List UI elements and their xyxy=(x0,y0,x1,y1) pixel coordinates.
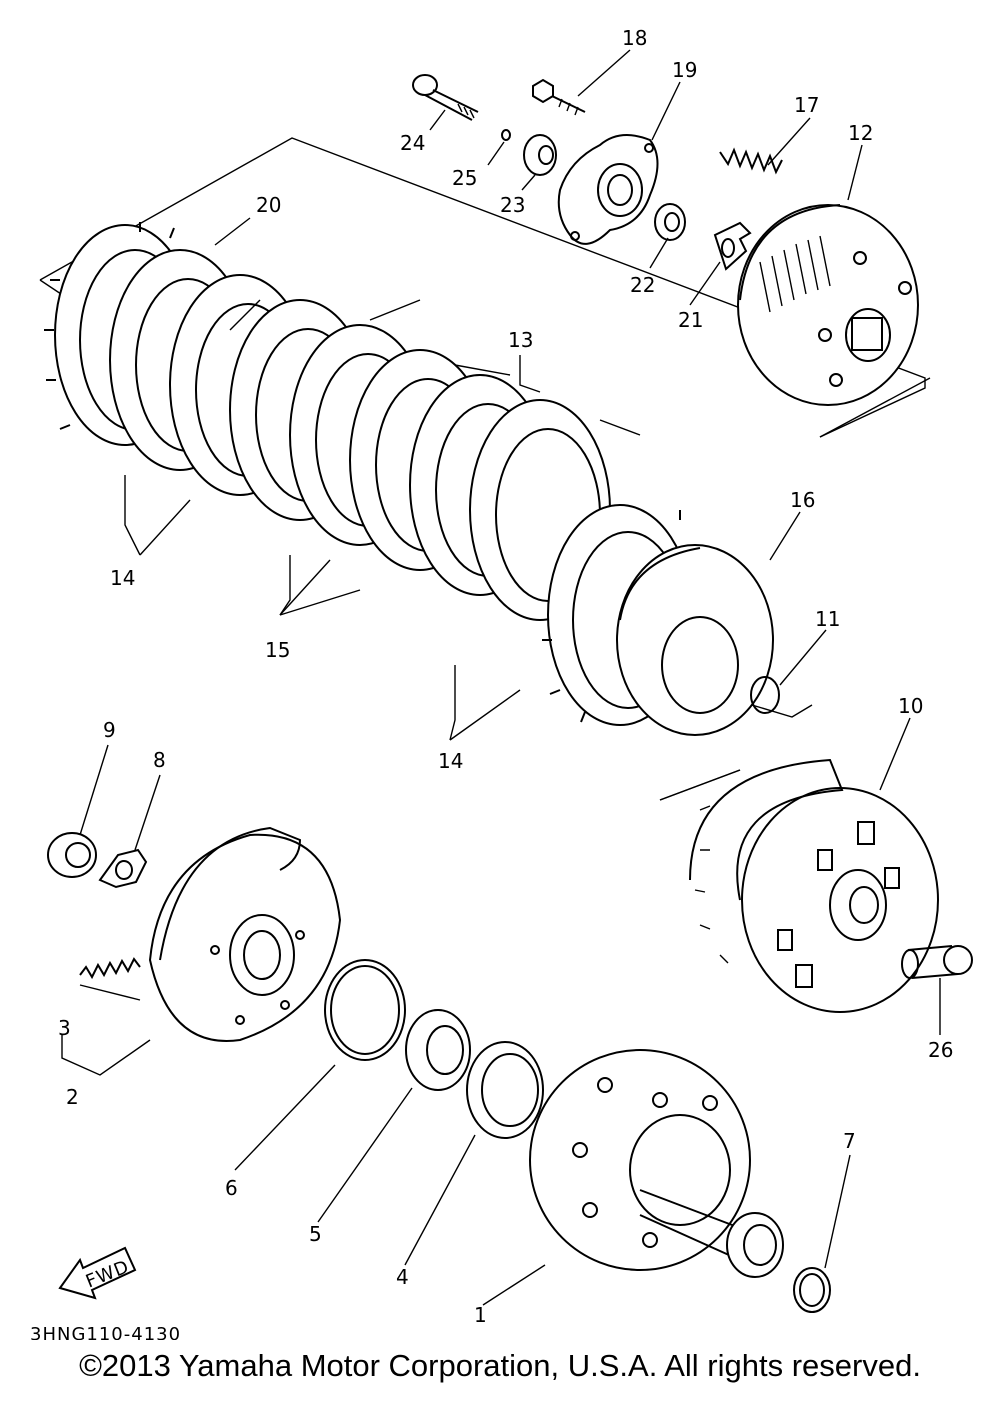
part-25-oring xyxy=(501,129,511,141)
callout-23: 23 xyxy=(500,193,525,217)
callout-10: 10 xyxy=(898,694,923,718)
callout-18: 18 xyxy=(622,26,647,50)
callout-17: 17 xyxy=(794,93,819,117)
part-21-lock-washer xyxy=(713,221,752,271)
part-3-spring xyxy=(79,957,141,980)
callout-labels: 18 19 17 12 24 25 23 20 22 21 13 16 14 1… xyxy=(30,26,953,1340)
callout-11: 11 xyxy=(815,607,840,631)
callout-1: 1 xyxy=(474,1303,487,1327)
group-outline-carrier xyxy=(61,984,151,1076)
part-24-bolt xyxy=(412,74,479,121)
callout-25: 25 xyxy=(452,166,477,190)
part-17-spring xyxy=(719,147,783,175)
callout-leader-lines xyxy=(79,49,941,1306)
callout-21: 21 xyxy=(678,308,703,332)
clutch-plate-stack xyxy=(44,222,693,726)
callout-20: 20 xyxy=(256,193,281,217)
part-23-bearing xyxy=(523,134,557,176)
group-outline-housing xyxy=(659,769,741,801)
part-2-clutch-carrier xyxy=(148,826,342,1042)
part-1-clutch-drum xyxy=(529,1049,784,1278)
callout-22: 22 xyxy=(630,273,655,297)
callout-24: 24 xyxy=(400,131,425,155)
callout-7: 7 xyxy=(843,1129,856,1153)
callout-4: 4 xyxy=(396,1265,409,1289)
part-9-nut xyxy=(47,832,97,878)
callout-26: 26 xyxy=(928,1038,953,1062)
drawing-code: 3HNG110-4130 xyxy=(30,1324,181,1340)
callout-15: 15 xyxy=(265,638,290,662)
part-19-push-plate xyxy=(557,134,659,245)
callout-12: 12 xyxy=(848,121,873,145)
part-8-lock-washer xyxy=(98,848,148,889)
part-22-nut xyxy=(654,203,686,241)
callout-8: 8 xyxy=(153,748,166,772)
clutch-exploded-diagram: FWD 18 19 17 12 24 25 23 20 22 21 13 16 … xyxy=(30,26,973,1340)
callout-19: 19 xyxy=(672,58,697,82)
callout-14-lower: 14 xyxy=(438,749,463,773)
part-16-pressure-plate xyxy=(616,544,774,736)
callout-13: 13 xyxy=(508,328,533,352)
copyright-notice: ©2013 Yamaha Motor Corporation, U.S.A. A… xyxy=(79,1348,921,1383)
callout-5: 5 xyxy=(309,1222,322,1246)
part-7-washer xyxy=(793,1267,831,1313)
callout-6: 6 xyxy=(225,1176,238,1200)
fwd-arrow-icon: FWD xyxy=(58,1246,137,1300)
part-12-clutch-boss xyxy=(737,204,919,406)
part-10-clutch-housing xyxy=(689,758,939,1013)
callout-16: 16 xyxy=(790,488,815,512)
part-11-circlip xyxy=(750,676,813,718)
part-5-bearing xyxy=(405,1009,471,1091)
part-26-sleeve xyxy=(901,945,973,979)
plate-leader-lines xyxy=(124,299,641,741)
part-4-one-way-clutch xyxy=(466,1041,544,1139)
callout-3: 3 xyxy=(58,1016,71,1040)
part-6-ring xyxy=(324,959,406,1061)
callout-2: 2 xyxy=(66,1085,79,1109)
part-18-bolt xyxy=(532,78,586,116)
callout-9: 9 xyxy=(103,718,116,742)
callout-14-upper: 14 xyxy=(110,566,135,590)
